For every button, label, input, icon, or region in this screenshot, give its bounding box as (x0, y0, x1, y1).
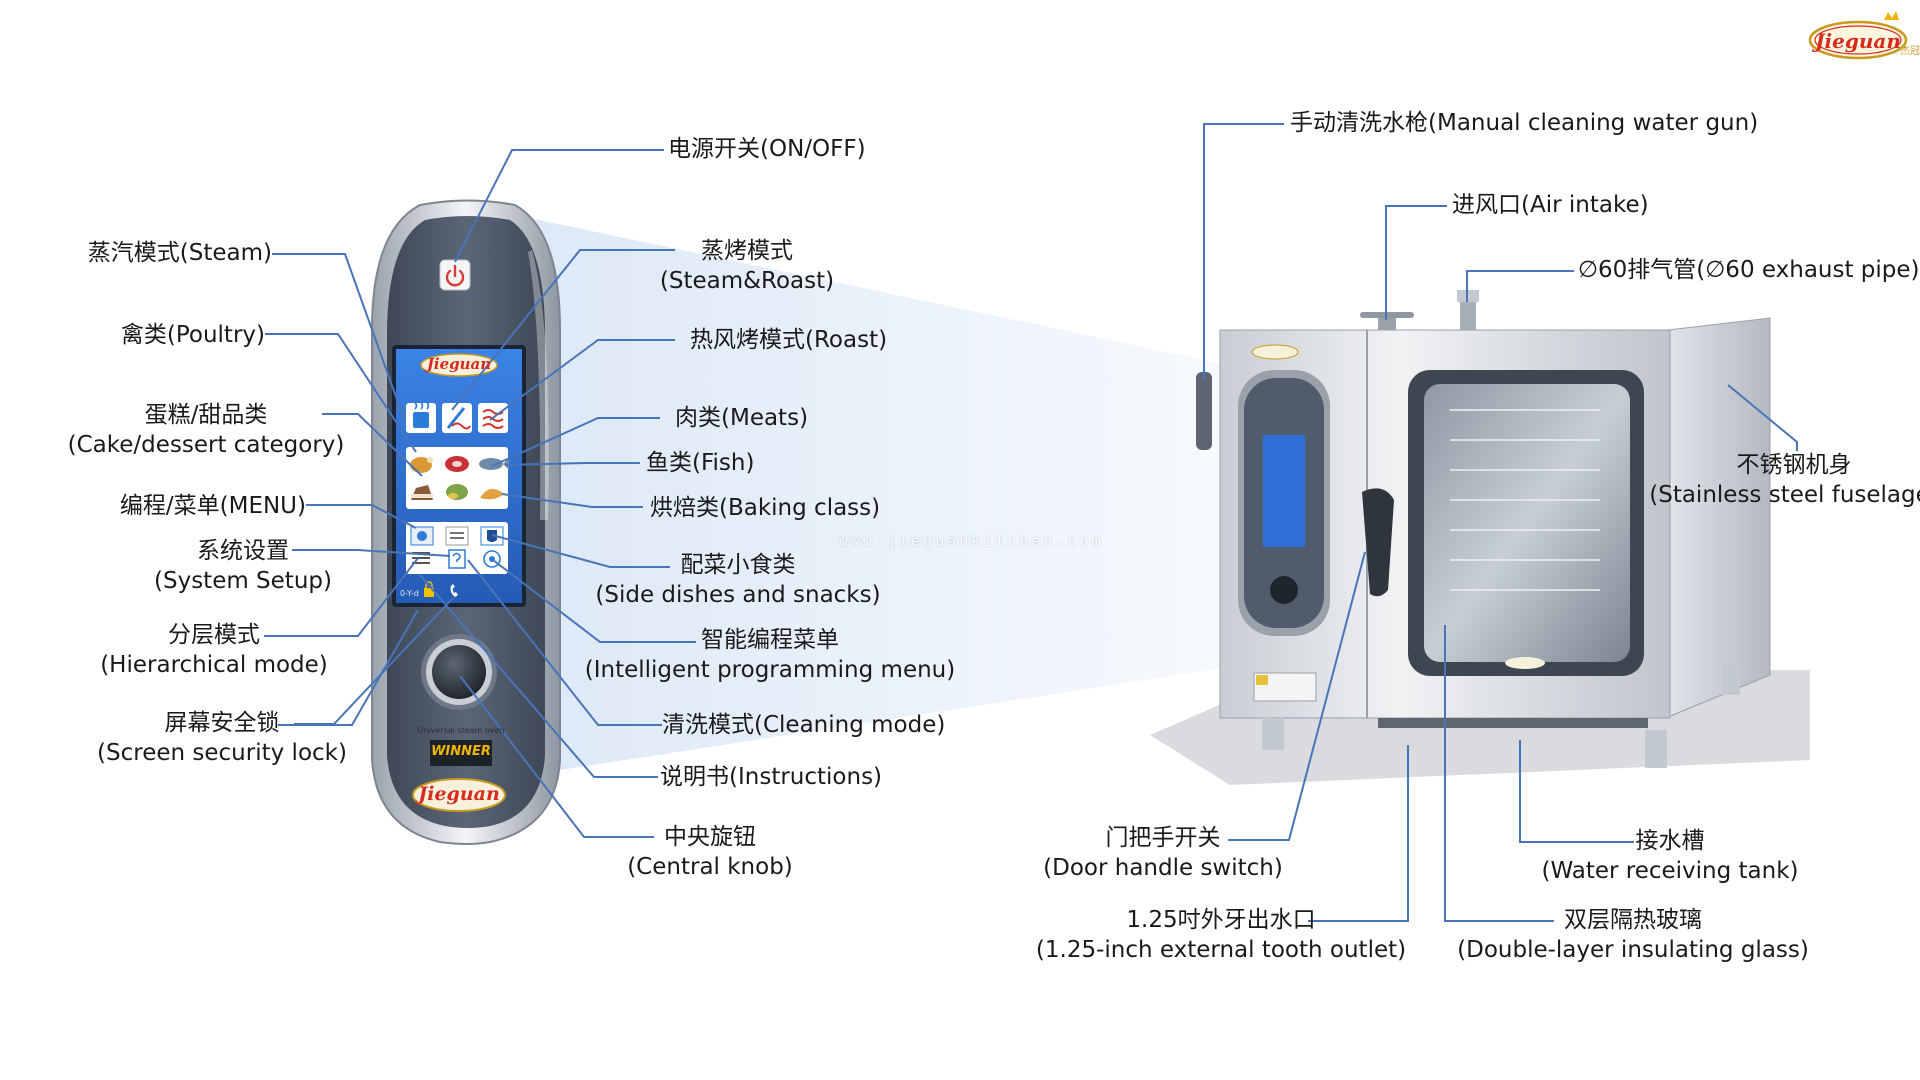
label-baking: 烘焙类(Baking class) (650, 495, 881, 521)
system-setup-icon[interactable] (410, 526, 434, 546)
label-steam-roast: 蒸烤模式 (Steam&Roast) (659, 238, 835, 294)
label-water-outlet: 1.25吋外牙出水口 (1.25-inch external tooth out… (1035, 907, 1407, 963)
cake-icon[interactable] (411, 485, 433, 500)
oven (1150, 290, 1810, 785)
steam-roast-icon[interactable] (442, 403, 472, 433)
label-poultry: 禽类(Poultry) (120, 322, 265, 348)
svg-text:0-Y-d: 0-Y-d (400, 589, 419, 598)
water-gun (1196, 372, 1212, 450)
label-instructions: 说明书(Instructions) (660, 764, 883, 790)
brand-logo-cn: 杰冠 (1900, 46, 1920, 57)
model-plate (430, 740, 492, 766)
projection-beam (482, 208, 1262, 782)
steam-icon[interactable] (406, 402, 436, 433)
panel-model-text: WINNER (431, 744, 491, 759)
lock-icon[interactable] (424, 581, 434, 597)
door-handle (1362, 488, 1394, 597)
screen-logo-text: Jieguan (426, 355, 492, 373)
label-cake: 蛋糕/甜品类 (Cake/dessert category) (67, 402, 345, 458)
label-central-knob: 中央旋钮 (Central knob) (627, 824, 793, 880)
label-steam: 蒸汽模式(Steam) (87, 240, 272, 266)
label-insulating-glass: 双层隔热玻璃 (Double-layer insulating glass) (1457, 907, 1809, 963)
panel-logo (412, 778, 506, 812)
label-fish: 鱼类(Fish) (646, 450, 755, 476)
label-water-gun: 手动清洗水枪(Manual cleaning water gun) (1290, 110, 1759, 136)
label-intelligent-menu: 智能编程菜单 (Intelligent programming menu) (584, 627, 956, 683)
panel-sub-text: Universal steam oven (417, 726, 505, 735)
label-meats: 肉类(Meats) (675, 405, 809, 431)
label-roast: 热风烤模式(Roast) (690, 327, 888, 353)
brand-logo (1808, 11, 1908, 60)
label-door-handle: 门把手开关 (Door handle switch) (1043, 825, 1283, 881)
phone-icon[interactable] (450, 584, 459, 597)
leader-lines (264, 123, 1798, 922)
label-system-setup: 系统设置 (System Setup) (154, 538, 332, 594)
panel-logo-text: Jieguan (418, 783, 500, 805)
label-power: 电源开关(ON/OFF) (668, 136, 866, 162)
label-water-tank: 接水槽 (Water receiving tank) (1541, 828, 1799, 884)
water-tank (1378, 718, 1648, 728)
label-hierarchical: 分层模式 (Hierarchical mode) (100, 622, 328, 678)
power-icon (445, 264, 465, 287)
screen-logo (420, 353, 498, 377)
brand-logo-text: Jieguan (1815, 29, 1901, 53)
watermark-text: www.jieguankitchen.com (839, 532, 1104, 550)
label-exhaust-pipe: ∅60排气管(∅60 exhaust pipe) (1578, 257, 1920, 283)
label-menu: 编程/菜单(MENU) (119, 493, 306, 519)
label-cleaning: 清洗模式(Cleaning mode) (662, 712, 946, 738)
meat-icon[interactable] (445, 456, 469, 472)
central-knob[interactable] (432, 645, 486, 699)
menu-icon[interactable] (445, 526, 469, 546)
label-air-intake: 进风口(Air intake) (1452, 192, 1649, 218)
baking-icon[interactable] (446, 484, 468, 500)
instructions-icon[interactable] (448, 549, 466, 569)
label-stainless-fuselage: 不锈钢机身 (Stainless steel fuselage) (1649, 452, 1920, 508)
insulating-glass (1424, 384, 1630, 662)
label-side-dishes: 配菜小食类 (Side dishes and snacks) (595, 552, 881, 608)
label-screen-lock: 屏幕安全锁 (Screen security lock) (97, 710, 347, 766)
crown-icon (1884, 11, 1899, 20)
bread-icon[interactable] (480, 488, 504, 500)
